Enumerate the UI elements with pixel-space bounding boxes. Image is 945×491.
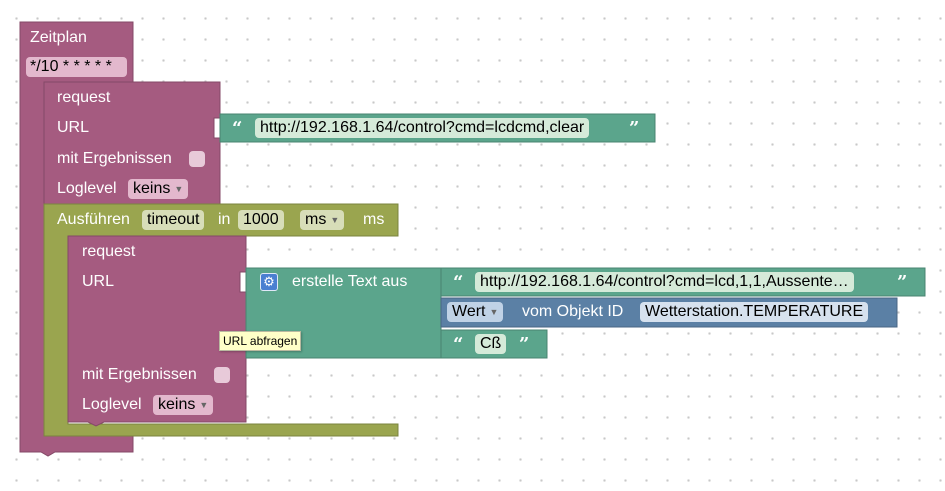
timeout-unit-label: ms: [363, 211, 385, 228]
dropdown-arrow-icon: ▼: [330, 215, 340, 225]
gear-icon[interactable]: ⚙: [260, 273, 278, 291]
open-quote-icon: “: [453, 334, 464, 355]
request-1-title: request: [57, 89, 111, 106]
request-2-loglevel-dropdown[interactable]: keins▼: [153, 395, 214, 415]
tooltip: URL abfragen: [219, 331, 302, 351]
request-2-title: request: [82, 243, 136, 260]
request-1-url-field[interactable]: http://192.168.1.64/control?cmd=lcdcmd,c…: [255, 118, 590, 138]
schedule-title: Zeitplan: [30, 29, 87, 46]
request-1-loglevel-label: Loglevel: [57, 180, 117, 197]
request-2-results-label: mit Ergebnissen: [82, 366, 197, 383]
dropdown-arrow-icon: ▼: [489, 307, 499, 317]
cron-field[interactable]: */10 * * * * *: [26, 57, 127, 77]
timeout-in-label: in: [218, 211, 231, 228]
request-2-loglevel-value: keins: [158, 396, 196, 413]
object-property-dropdown[interactable]: Wert▼: [447, 302, 504, 322]
close-quote-icon: ”: [629, 118, 640, 139]
open-quote-icon: “: [453, 272, 464, 293]
request-2-loglevel-label: Loglevel: [82, 396, 142, 413]
join-text-label: erstelle Text aus: [292, 273, 408, 290]
object-property-value: Wert: [452, 303, 486, 320]
request-1-loglevel-value: keins: [133, 180, 171, 197]
timeout-delay-field[interactable]: 1000: [238, 210, 284, 230]
timeout-unit-dropdown[interactable]: ms▼: [300, 210, 345, 230]
request-1-results-label: mit Ergebnissen: [57, 150, 172, 167]
dropdown-arrow-icon: ▼: [174, 184, 184, 194]
timeout-run-label: Ausführen: [57, 211, 130, 228]
timeout-unit-value: ms: [305, 211, 327, 228]
request-1-url-label: URL: [57, 119, 90, 136]
join-text-1-field[interactable]: http://192.168.1.64/control?cmd=lcd,1,1,…: [475, 272, 854, 292]
close-quote-icon: ”: [897, 272, 908, 293]
join-text-3-field[interactable]: Cß: [475, 334, 507, 354]
request-2-results-checkbox[interactable]: [214, 367, 230, 383]
close-quote-icon: ”: [519, 334, 530, 355]
request-1-loglevel-dropdown[interactable]: keins▼: [128, 179, 189, 199]
object-id-field[interactable]: Wetterstation.TEMPERATURE: [640, 302, 869, 322]
dropdown-arrow-icon: ▼: [199, 400, 209, 410]
open-quote-icon: “: [232, 118, 243, 139]
timeout-name-field[interactable]: timeout: [142, 210, 205, 230]
request-2-url-label: URL: [82, 273, 115, 290]
object-label: vom Objekt ID: [522, 303, 624, 320]
request-1-results-checkbox[interactable]: [189, 151, 205, 167]
